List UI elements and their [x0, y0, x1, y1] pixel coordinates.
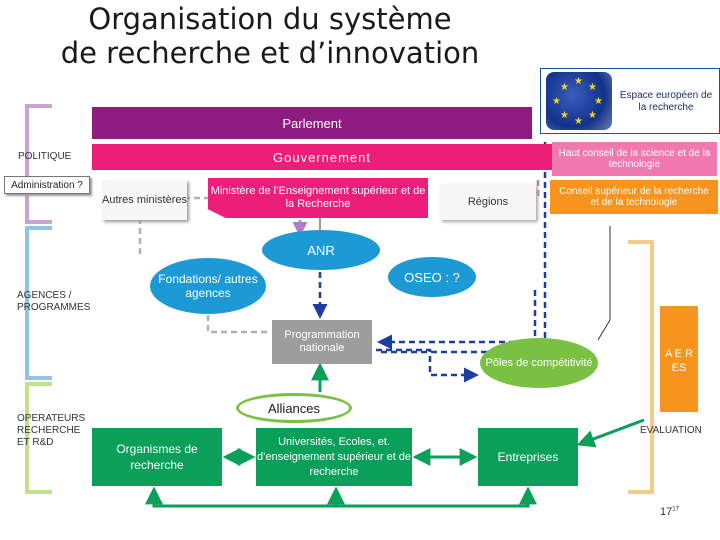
- organismes-box: Organismes de recherche: [92, 428, 222, 486]
- universites-box: Universités, Ecoles, et. d’enseignement …: [256, 428, 412, 486]
- bracket-operateurs: [25, 382, 52, 494]
- programmation-box: Programmation nationale: [272, 320, 372, 364]
- label-evaluation: EVALUATION: [640, 425, 702, 436]
- autres-ministeres-box: Autres ministères: [102, 180, 187, 220]
- regions-box: Régions: [440, 184, 536, 220]
- aeres-box: A E R ES: [660, 306, 698, 412]
- page-number-main: 17: [660, 506, 673, 518]
- oseo-ellipse: OSEO : ?: [388, 257, 476, 297]
- anr-ellipse: ANR: [262, 230, 380, 270]
- bracket-agences: [25, 226, 52, 380]
- administration-box: Administration ?: [4, 176, 90, 194]
- thin-connectors: [319, 218, 611, 341]
- fondations-ellipse: Fondations/ autres agences: [150, 258, 266, 314]
- label-operateurs: OPERATEURS RECHERCHE ET R&D: [17, 413, 86, 448]
- bracket-evaluation: [628, 240, 654, 494]
- page-number: 1717: [660, 506, 710, 518]
- gouvernement-box: Gouvernement: [92, 144, 552, 170]
- label-agences: AGENCES / PROGRAMMES: [17, 290, 91, 313]
- bracket-politique: [25, 104, 52, 224]
- label-politique: POLITIQUE: [18, 151, 72, 162]
- green-connectors: [145, 362, 645, 508]
- entreprises-box: Entreprises: [478, 428, 578, 486]
- alliances-ellipse: Alliances: [236, 393, 352, 423]
- page-number-sup: 17: [672, 506, 679, 513]
- title-line-1: Organisation du système: [88, 2, 452, 36]
- eu-flag-image: ★ ★ ★ ★ ★ ★ ★ ★: [546, 72, 612, 130]
- conseil-superieur-box: Conseil supérieur de la recherche et de …: [550, 180, 718, 214]
- haut-conseil-box: Haut conseil de la science et de la tech…: [552, 142, 717, 176]
- espace-europeen-label: Espace européen de la recherche: [619, 90, 713, 113]
- title-line-2: de recherche et d’innovation: [60, 36, 480, 70]
- parlement-box: Parlement: [92, 107, 532, 139]
- ministere-box: Ministère de l’Enseignement supérieur et…: [208, 178, 428, 218]
- poles-ellipse: Pôles de compétitivité: [480, 338, 598, 388]
- page-title: Organisation du système de recherche et …: [0, 2, 540, 70]
